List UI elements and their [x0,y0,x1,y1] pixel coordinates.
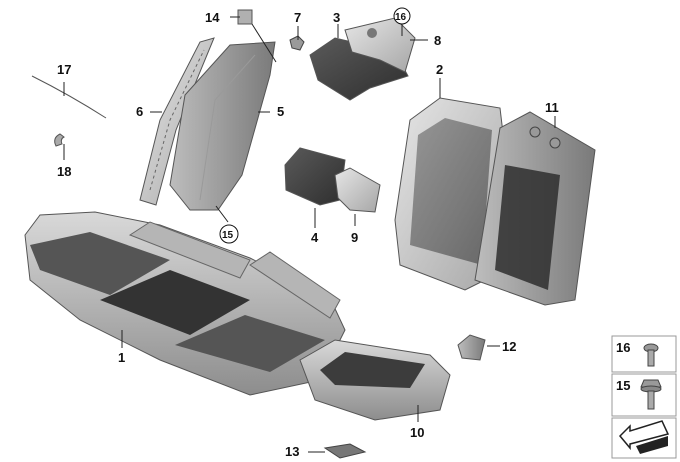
callout-15: 15 [222,230,234,241]
part-11-backrest-frame [474,111,596,306]
callout-16: 16 [395,12,407,23]
callout-11: 11 [545,100,559,115]
callout-18: 18 [57,164,71,179]
part-14-tag [237,9,253,25]
callout-16-ring [393,7,411,25]
callout-7: 7 [294,10,301,25]
callout-12: 12 [502,339,516,354]
callout-5: 5 [277,104,284,119]
callout-1: 1 [118,350,125,365]
part-5-side-bolster [169,41,276,211]
callout-6: 6 [136,104,143,119]
part-12-small-bracket [457,334,486,361]
callout-14: 14 [205,10,220,25]
callout-15-ring [219,224,239,244]
callout-2: 2 [436,62,443,77]
part-18-clip [54,133,65,147]
legend-cell-16 [611,335,677,373]
orientation-arrow-icon [618,420,670,454]
callout-4: 4 [311,230,319,245]
legend-label-16: 16 [616,340,630,355]
bolt-icon [643,343,659,367]
flange-bolt-icon [640,379,662,410]
part-13-flat-clip [323,443,367,459]
leader-lines [63,16,556,453]
callouts: 17 18 6 5 14 7 3 16 8 2 11 4 9 15 1 12 1… [57,7,559,459]
part-9-console-cap [334,167,381,213]
callout-10: 10 [410,425,424,440]
fastener-legend: 16 15 [611,335,677,459]
part-10-seat-side [299,339,451,421]
part-6-trim-strip [139,37,215,206]
callout-8: 8 [434,33,441,48]
part-1-seat-cushion [24,211,346,396]
part-17-wire-rod [31,75,107,119]
callout-17: 17 [57,62,71,77]
callout-13: 13 [285,444,299,459]
legend-label-15: 15 [616,378,630,393]
part-7-screw [289,35,305,51]
callout-3: 3 [333,10,340,25]
callout-9: 9 [351,230,358,245]
